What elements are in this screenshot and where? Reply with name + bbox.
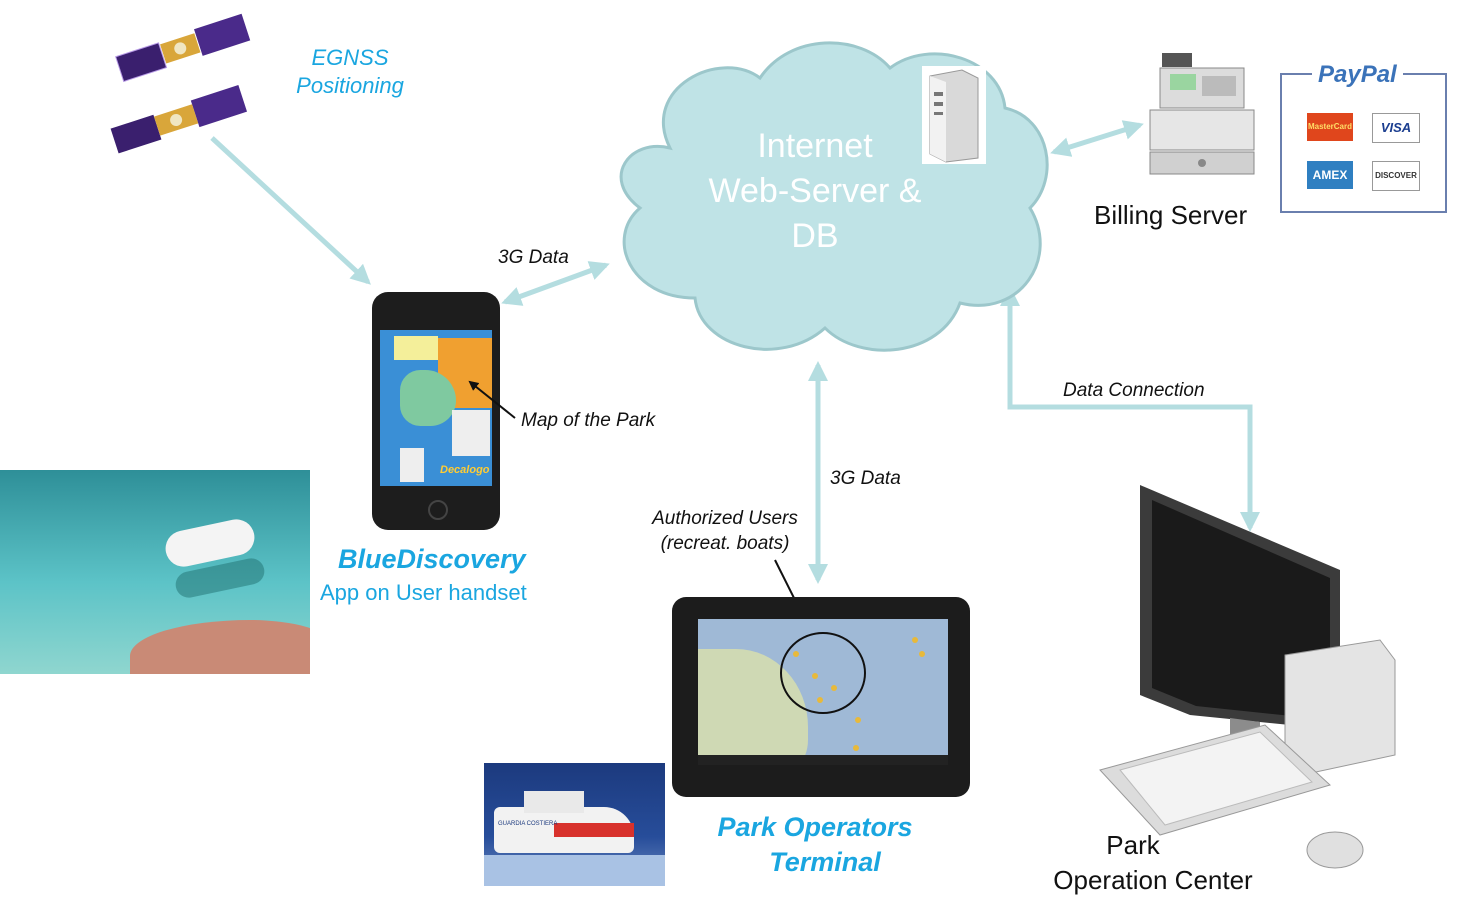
visa-icon: VISA <box>1372 113 1420 143</box>
pc-label: Park Operation Center <box>1038 828 1268 898</box>
cloud-label-line1: Internet <box>757 127 873 165</box>
tablet-label-line1: Park Operators <box>717 812 913 842</box>
billing-server-label: Billing Server <box>1094 200 1248 230</box>
phone-cloud-link-label: 3G Data <box>498 247 569 268</box>
tablet-status-bar <box>698 755 948 765</box>
satellite-icon <box>110 13 251 154</box>
tablet-label: Park Operators Terminal <box>690 810 940 880</box>
cloud-label: Internet Web-Server & DB <box>665 124 965 259</box>
app-subtitle-label: App on User handset <box>320 580 527 605</box>
mastercard-icon: MasterCard <box>1307 113 1353 141</box>
egnss-label-line2: Positioning <box>296 73 404 98</box>
authorized-users-line2: (recreat. boats) <box>660 533 790 554</box>
phone-home-button <box>428 500 448 520</box>
patrol-boat-stripe <box>554 823 634 837</box>
patrol-boat-cabin <box>524 791 584 813</box>
cloud-label-line2: Web-Server & <box>708 172 922 210</box>
paypal-logo: PayPal <box>1312 61 1403 89</box>
tablet-device <box>672 597 970 797</box>
cloud-label-line3: DB <box>791 217 839 255</box>
patrol-boat-text: GUARDIA COSTIERA <box>498 821 558 827</box>
discover-icon: DISCOVER <box>1372 161 1420 191</box>
phone-screen: Decalogo <box>380 330 492 486</box>
egnss-label: EGNSS Positioning <box>290 44 410 100</box>
phone-map-caption: Decalogo <box>440 464 490 476</box>
paypal-box: PayPal MasterCard VISA AMEX DISCOVER <box>1280 61 1447 213</box>
tablet-label-line2: Terminal <box>769 847 881 877</box>
tablet-screen <box>698 619 948 765</box>
map-callout-label: Map of the Park <box>521 410 656 431</box>
phone-cloud-arrow <box>501 261 610 306</box>
rocks <box>130 620 310 674</box>
tablet-map-land <box>698 649 808 765</box>
egnss-label-line1: EGNSS <box>311 45 389 70</box>
map-island <box>400 370 456 426</box>
patrol-boat-photo: GUARDIA COSTIERA <box>484 763 665 886</box>
map-notes-box <box>452 410 490 456</box>
recreational-boat-photo <box>0 470 310 674</box>
map-legend-box <box>394 336 438 360</box>
authorized-users-line1: Authorized Users <box>652 508 798 529</box>
tablet-cloud-link-label: 3G Data <box>830 468 901 489</box>
cloud-billing-arrow <box>1050 120 1144 157</box>
app-name-label: BlueDiscovery <box>338 544 526 574</box>
patrol-boat-wake <box>484 855 665 886</box>
pc-label-line2: Operation Center <box>1053 865 1253 895</box>
smartphone: Decalogo <box>372 292 500 530</box>
amex-icon: AMEX <box>1307 161 1353 189</box>
map-notes-box-2 <box>400 448 424 482</box>
pc-cloud-link-label: Data Connection <box>1063 380 1205 401</box>
satellite-to-phone-arrow <box>210 136 371 285</box>
cash-register-icon <box>1149 53 1255 175</box>
cloud-pc-arrow <box>1000 286 1260 532</box>
pc-label-line1: Park <box>1106 830 1160 860</box>
server-icon <box>922 66 986 164</box>
authorized-users-callout: Authorized Users (recreat. boats) <box>640 506 810 556</box>
desktop-computer-icon <box>1099 485 1396 869</box>
